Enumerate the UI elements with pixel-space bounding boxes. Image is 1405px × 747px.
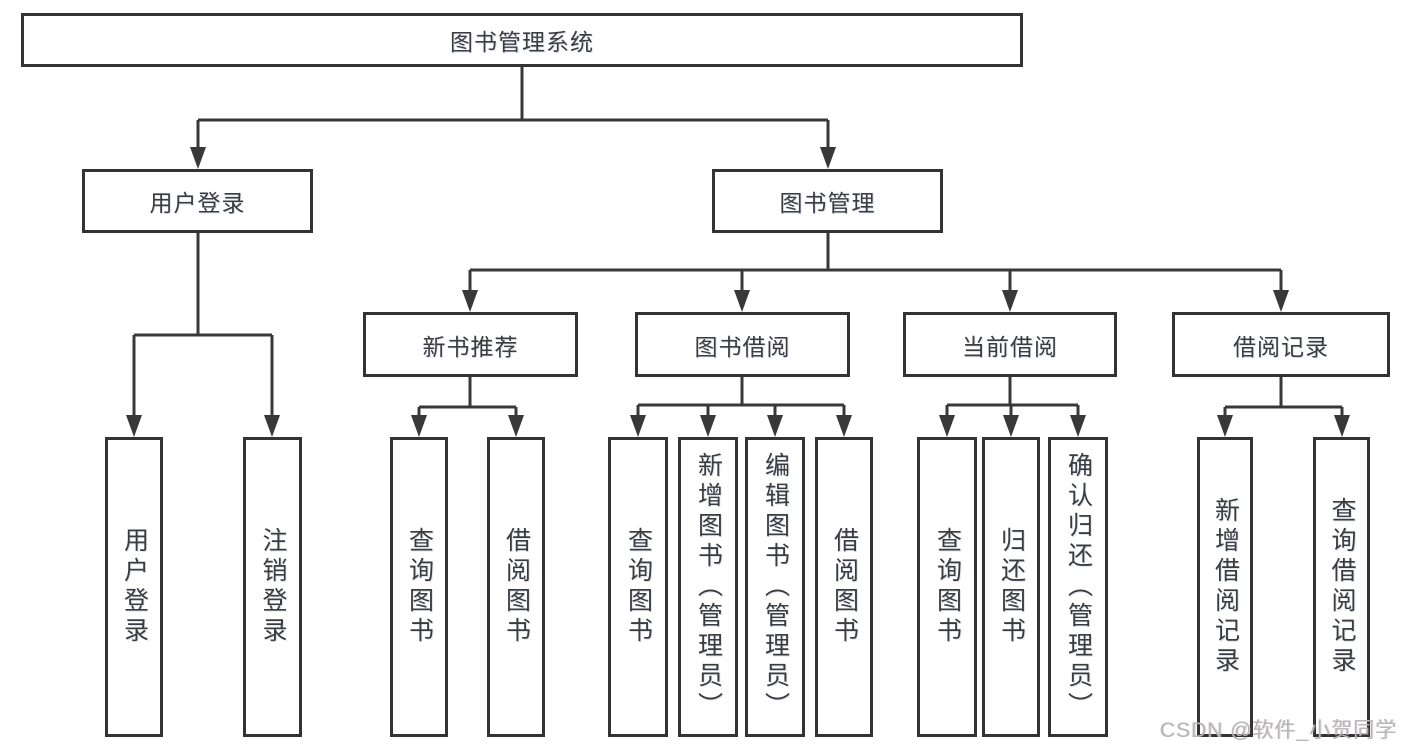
node-user-login-module: 用户登录 bbox=[82, 169, 313, 233]
node-leaf-query-borrow-record: 查询借阅记录 bbox=[1313, 437, 1370, 737]
node-leaf-borrow-books-2: 借阅图书 bbox=[815, 437, 873, 737]
node-leaf-query-books-3: 查询图书 bbox=[917, 437, 977, 737]
node-book-management-module: 图书管理 bbox=[712, 169, 943, 233]
node-leaf-edit-book-admin: 编辑图书（管理员） bbox=[745, 437, 805, 737]
node-borrow-records: 借阅记录 bbox=[1172, 312, 1390, 377]
arrowheads bbox=[126, 147, 1350, 437]
node-leaf-borrow-books-1: 借阅图书 bbox=[487, 437, 545, 737]
node-current-borrow: 当前借阅 bbox=[903, 312, 1117, 377]
node-new-book-recommend: 新书推荐 bbox=[363, 312, 578, 377]
node-root: 图书管理系统 bbox=[21, 13, 1023, 67]
csdn-watermark: CSDN @软件_小贺同学 bbox=[1159, 719, 1397, 742]
node-leaf-user-login: 用户登录 bbox=[105, 437, 163, 737]
node-book-borrow: 图书借阅 bbox=[635, 312, 850, 377]
node-leaf-logout: 注销登录 bbox=[243, 437, 302, 737]
node-leaf-confirm-return-admin: 确认归还（管理员） bbox=[1048, 437, 1108, 737]
node-leaf-query-books-2: 查询图书 bbox=[608, 437, 668, 737]
node-leaf-query-books-1: 查询图书 bbox=[390, 437, 448, 737]
node-leaf-return-book: 归还图书 bbox=[982, 437, 1040, 737]
node-leaf-add-borrow-record: 新增借阅记录 bbox=[1197, 437, 1253, 737]
node-leaf-add-book-admin: 新增图书（管理员） bbox=[678, 437, 738, 737]
